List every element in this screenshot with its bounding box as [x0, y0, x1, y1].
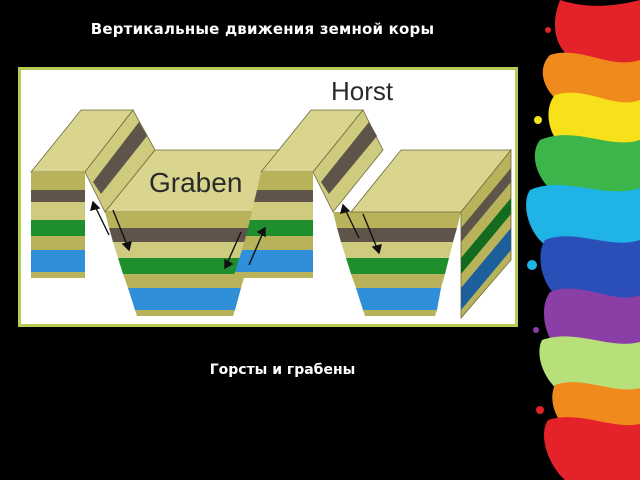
left-horst-layer-tan3 [31, 236, 85, 250]
graben-layer-tan3 [123, 274, 245, 288]
splash-dot-5 [545, 27, 551, 33]
left-horst-layer-green [31, 220, 85, 236]
paint-splash-decoration [526, 0, 640, 480]
graben-layer-blue [128, 288, 241, 310]
splash-dot-3 [533, 327, 539, 333]
right-graben-layer-tan3 [351, 274, 445, 288]
horst-graben-diagram: Graben Horst [30, 76, 512, 320]
fault-arrowhead-up-1 [90, 200, 101, 211]
left-horst-layer-brown [31, 190, 85, 202]
splash-red-bottom [544, 417, 640, 480]
graben-label: Graben [149, 167, 242, 198]
middle-horst-brown-slope [321, 122, 377, 194]
fault-arrows [90, 200, 382, 270]
slide-title: Вертикальные движения земной коры [90, 20, 435, 38]
splash-blue [540, 236, 640, 304]
left-horst-layer-tan2 [31, 202, 85, 220]
middle-horst-layer-blue [235, 250, 313, 272]
left-horst-block [30, 109, 156, 278]
right-graben-layer-tan2 [341, 242, 453, 258]
graben-layer-tan2 [113, 242, 253, 258]
graben-layer-tan4 [135, 310, 235, 316]
fault-arrowhead-down-2 [224, 258, 234, 270]
splash-dot-1 [534, 116, 542, 124]
left-horst-layer-tan4 [31, 272, 85, 278]
fault-arrowhead-up-3 [340, 203, 351, 214]
right-block-side-blue [461, 228, 511, 310]
right-block [350, 148, 512, 320]
splash-red-top [555, 0, 640, 70]
graben-block: Graben [104, 149, 312, 316]
left-horst-layer-tan1 [31, 172, 85, 190]
right-graben-block [333, 212, 461, 316]
middle-horst-layer-tan1 [257, 172, 313, 190]
splash-dot-2 [527, 260, 537, 270]
fault-arrowhead-up-2 [256, 226, 266, 238]
splash-blobs [526, 0, 640, 480]
diagram-frame: Graben Horst [18, 67, 518, 327]
middle-horst-layer-tan3 [242, 236, 313, 250]
right-block-side-green [461, 198, 511, 274]
graben-layer-brown [109, 228, 257, 242]
graben-layer-green [118, 258, 249, 274]
splash-cyan [526, 185, 640, 254]
fault-arrowhead-down-1 [121, 241, 132, 252]
right-graben-layer-tan1 [333, 212, 461, 228]
horst-label: Horst [331, 76, 394, 106]
middle-horst-layer-green [246, 220, 313, 236]
right-block-side-brown [461, 168, 511, 242]
middle-horst-layer-tan4 [233, 272, 313, 278]
right-graben-layer-tan4 [363, 310, 437, 316]
middle-horst-layer-brown [254, 190, 313, 202]
splash-dot-4 [536, 406, 544, 414]
left-horst-layer-blue [31, 250, 85, 272]
left-horst-brown-slope [93, 122, 147, 194]
graben-layer-tan1 [105, 212, 261, 228]
fault-arrowhead-down-3 [371, 244, 382, 255]
right-graben-layer-blue [356, 288, 441, 310]
right-graben-layer-brown [337, 228, 457, 242]
slide-caption: Горсты и грабены [209, 362, 356, 378]
middle-horst-layer-tan2 [250, 202, 313, 220]
right-graben-layer-green [346, 258, 449, 274]
